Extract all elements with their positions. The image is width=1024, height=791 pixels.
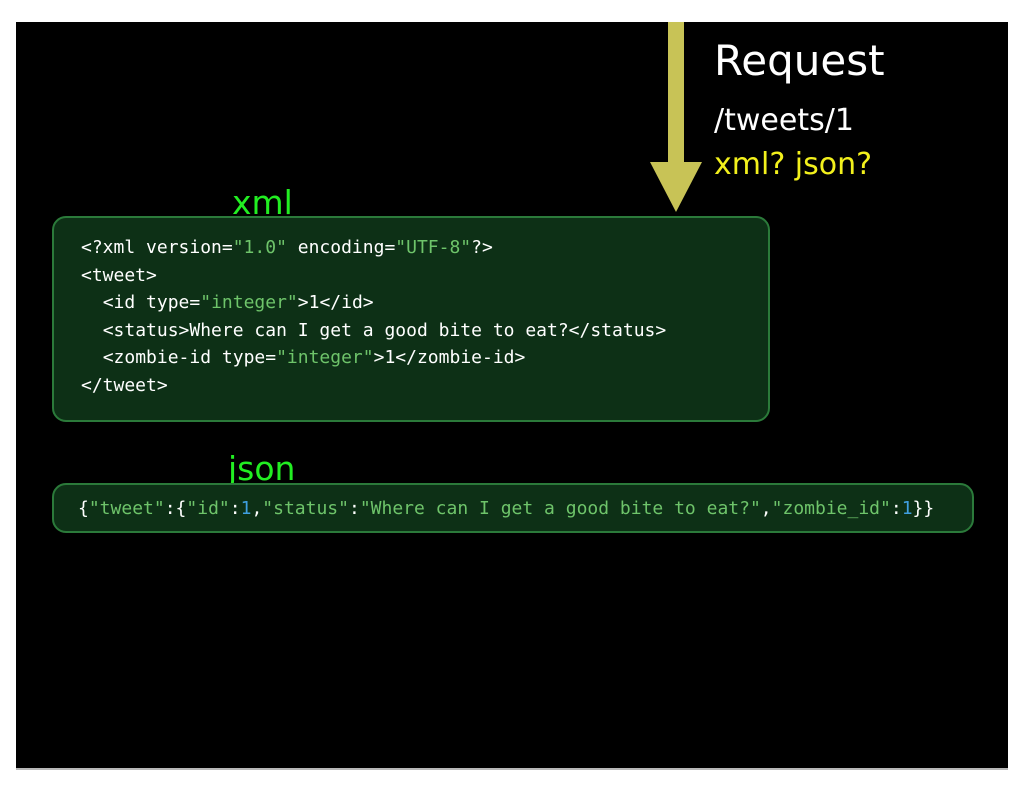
json-code-token: :{: [164, 498, 187, 519]
xml-code-token: "UTF-8": [395, 237, 472, 258]
xml-code-block: <?xml version="1.0" encoding="UTF-8"?> <…: [81, 234, 666, 399]
json-code-box: {"tweet":{"id":1,"status":"Where can I g…: [52, 483, 974, 533]
json-code-token: :: [348, 498, 360, 519]
json-code-token: ,: [251, 498, 263, 519]
json-code-token: }}: [912, 498, 935, 519]
down-arrow-icon: [650, 22, 702, 212]
json-code-token: ,: [760, 498, 772, 519]
xml-code-line: <?xml version="1.0" encoding="UTF-8"?>: [81, 237, 493, 258]
xml-code-line: <id type="integer">1</id>: [81, 292, 374, 313]
xml-code-token: "1.0": [232, 237, 287, 258]
xml-label: xml: [232, 183, 293, 222]
json-code-token: {: [78, 498, 89, 519]
xml-code-line: <status>Where can I get a good bite to e…: [81, 319, 667, 341]
request-formats: xml? json?: [714, 147, 873, 182]
slide: Request /tweets/1 xml? json? xml <?xml v…: [16, 22, 1008, 768]
json-code-token: "Where can I get a good bite to eat?": [359, 498, 761, 519]
json-code-block: {"tweet":{"id":1,"status":"Where can I g…: [78, 497, 934, 521]
xml-code-token: >1</zombie-id>: [373, 347, 526, 368]
xml-code-token: "integer": [200, 292, 298, 313]
xml-code-token: >1</id>: [297, 292, 374, 313]
xml-code-line: <zombie-id type="integer">1</zombie-id>: [81, 347, 526, 368]
xml-code-line: <tweet>: [81, 265, 157, 286]
xml-code-token: <status>Where can I get a good bite to e…: [102, 319, 667, 341]
slide-bottom-border: [16, 768, 1008, 770]
xml-code-line: </tweet>: [81, 375, 168, 396]
request-path: /tweets/1: [714, 103, 854, 138]
xml-code-token: "integer": [276, 347, 374, 368]
json-code-token: "tweet": [88, 498, 165, 519]
xml-code-token: encoding=: [286, 237, 396, 258]
arrow-head: [650, 162, 702, 212]
json-code-token: :: [229, 498, 241, 519]
json-code-token: 1: [901, 498, 913, 519]
xml-code-token: <?xml version=: [81, 237, 233, 258]
xml-code-token: ?>: [471, 237, 493, 258]
request-title: Request: [714, 36, 885, 85]
json-code-token: 1: [240, 498, 252, 519]
json-code-token: "id": [186, 498, 230, 519]
xml-code-token: </tweet>: [81, 374, 168, 396]
xml-code-token: <zombie-id type=: [102, 347, 277, 368]
json-label: json: [228, 449, 296, 488]
xml-code-token: <id type=: [102, 292, 201, 313]
xml-code-box: <?xml version="1.0" encoding="UTF-8"?> <…: [52, 216, 770, 422]
xml-code-token: <tweet>: [81, 264, 157, 286]
json-code-token: "zombie_id": [771, 498, 891, 519]
json-code-token: "status": [262, 498, 349, 519]
json-code-token: :: [890, 498, 902, 519]
arrow-shaft: [668, 22, 684, 162]
